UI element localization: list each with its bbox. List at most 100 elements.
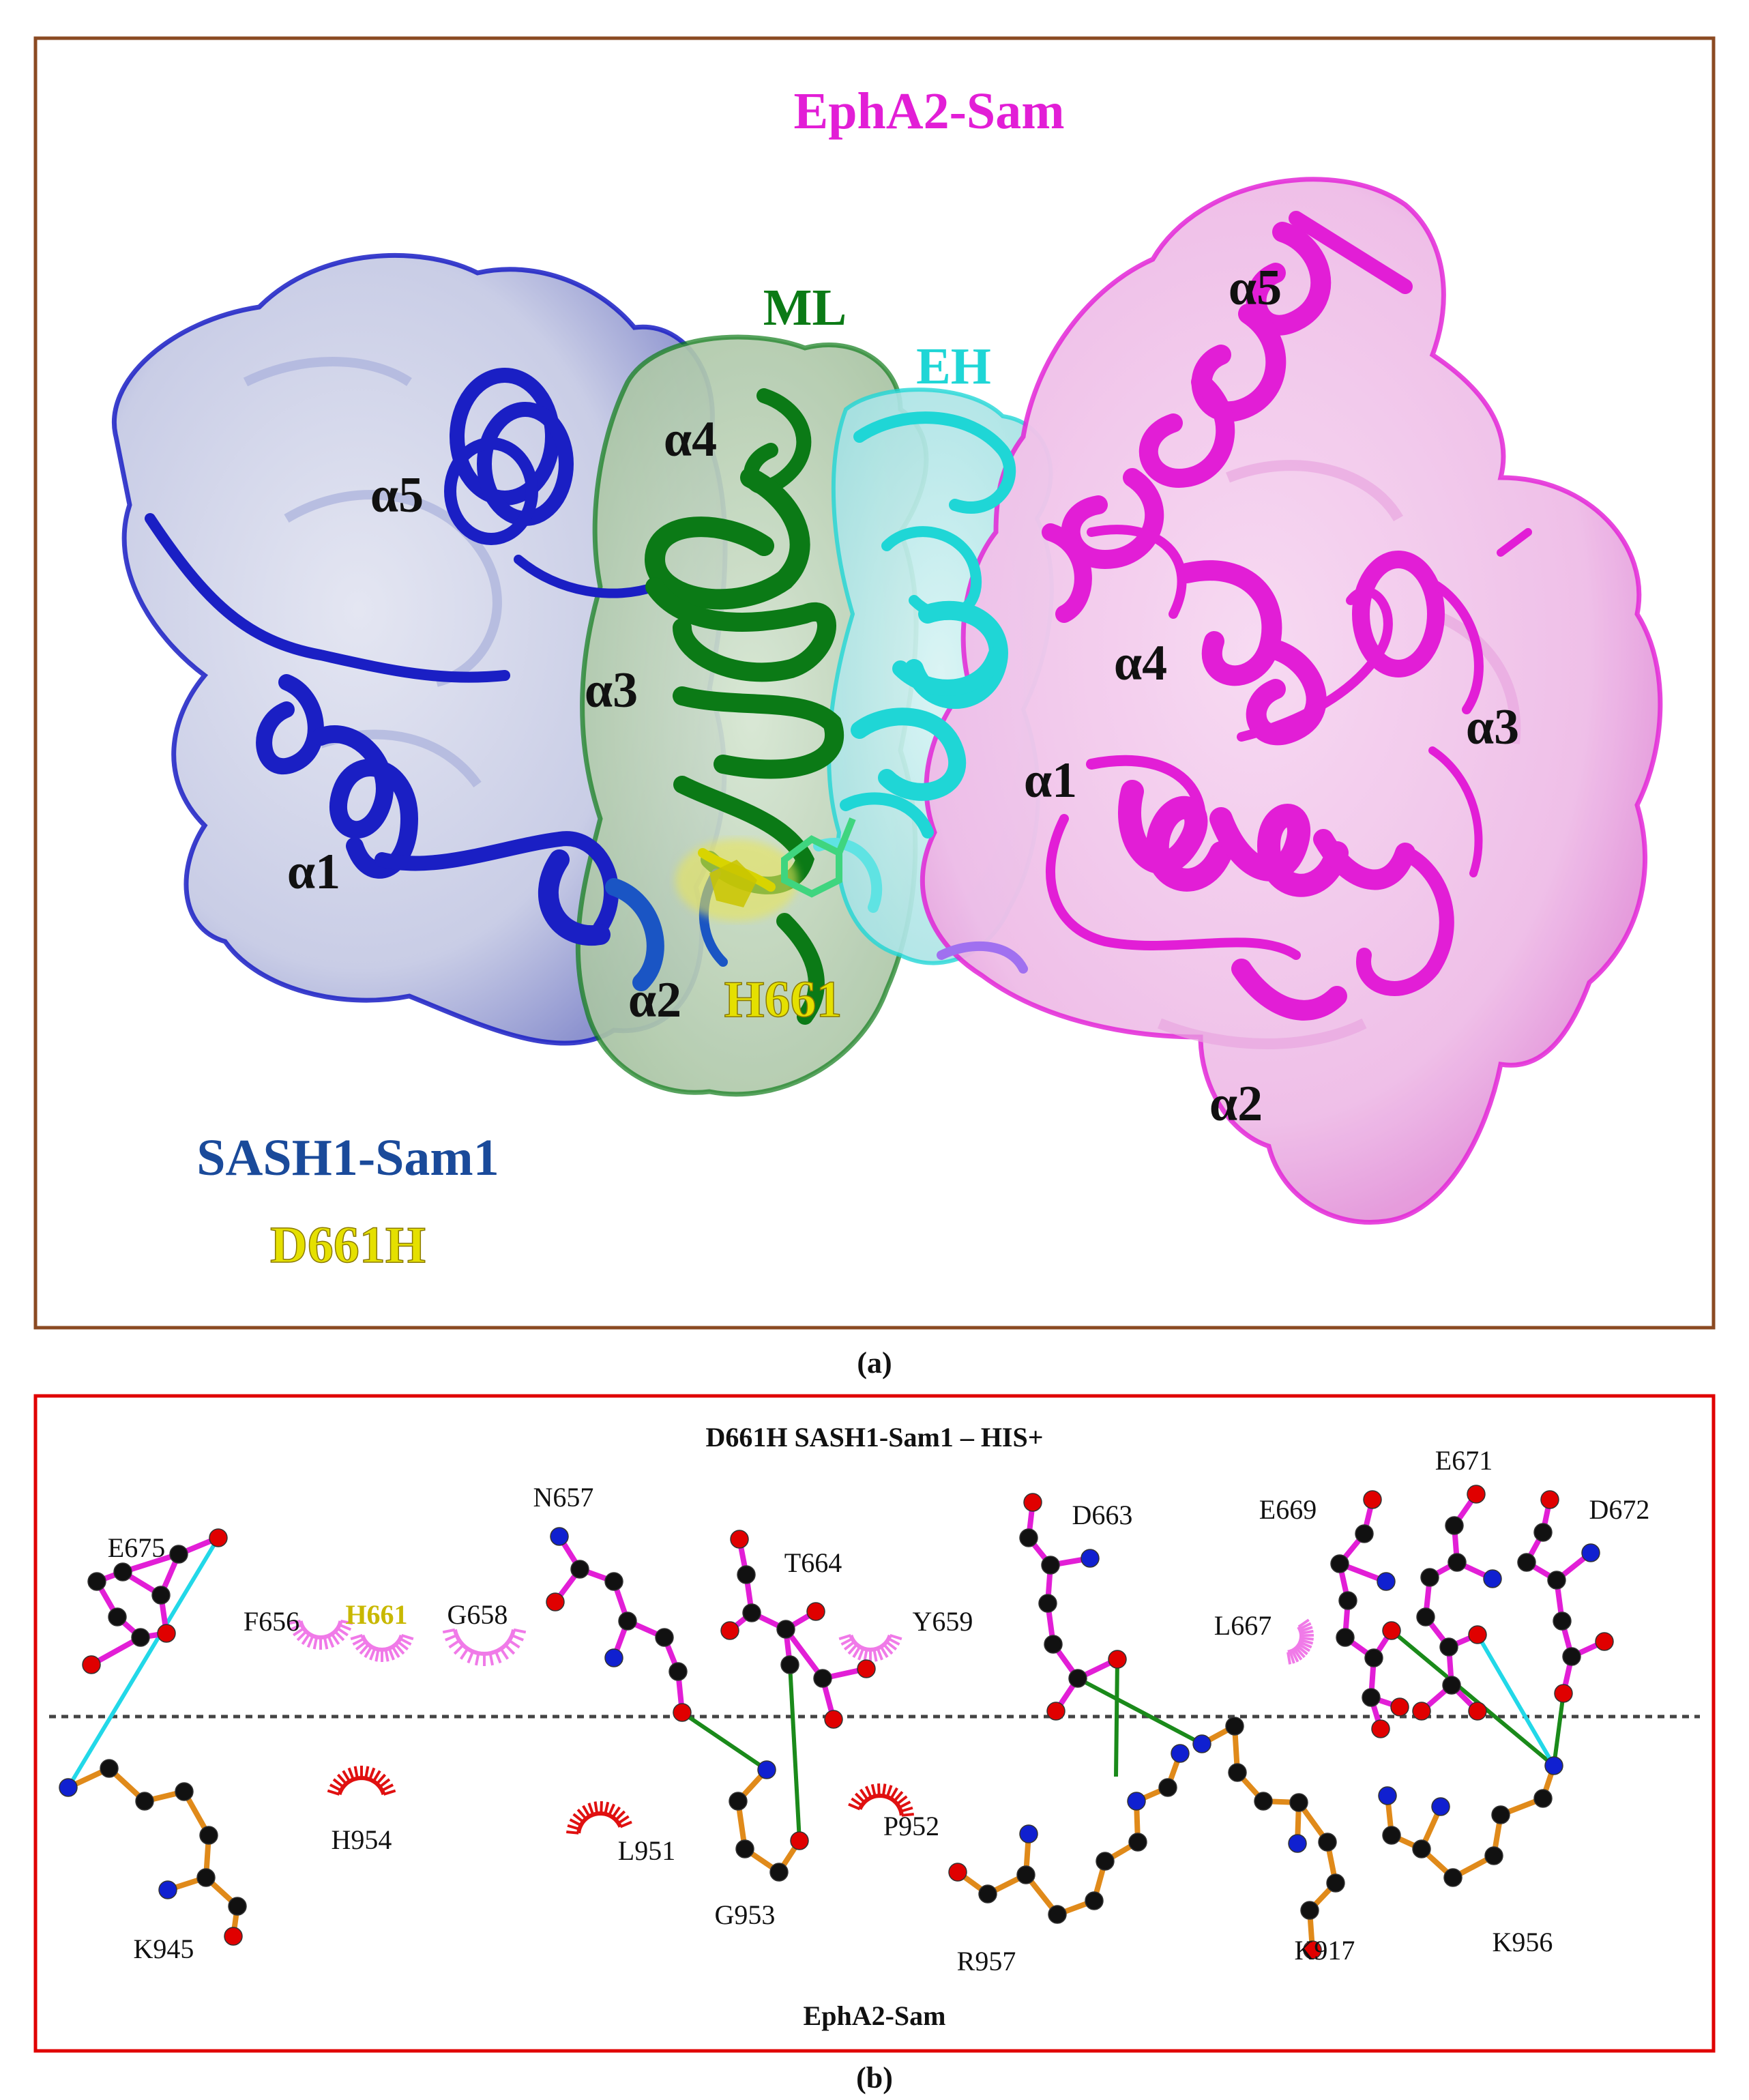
residue-label-t664: T664 (784, 1547, 842, 1578)
hydrophobic-arc-f656 (288, 1619, 353, 1650)
atom-e669-o (1390, 1697, 1409, 1717)
residue-label-n657: N657 (533, 1482, 594, 1513)
atom-n657-n (604, 1648, 623, 1667)
atom-e671-c (1439, 1637, 1458, 1657)
atom-e669-o (1363, 1490, 1382, 1509)
atom-r957-c (978, 1884, 997, 1904)
atom-g953-n (757, 1760, 776, 1779)
atom-d663-o (1108, 1650, 1127, 1669)
atom-r957-n (1171, 1744, 1190, 1763)
atom-k945-c (199, 1826, 218, 1845)
hydrophobic-label-p952: P952 (883, 1811, 939, 1841)
atom-k945-c (135, 1792, 154, 1811)
hydrophobic-label-g658: G658 (447, 1599, 508, 1630)
interaction-line (66, 1536, 220, 1789)
atom-e669-o (1371, 1719, 1390, 1738)
atom-r957-c (1158, 1778, 1177, 1797)
atom-d663-o (1046, 1702, 1065, 1721)
atom-k917-o (1303, 1940, 1322, 1959)
interaction-line (1114, 1659, 1119, 1777)
atom-t664-o (806, 1602, 825, 1621)
h661-sidechain (675, 817, 856, 921)
interaction-line (1076, 1676, 1203, 1746)
atom-e675-c (87, 1572, 106, 1591)
atom-e671-o (1412, 1702, 1431, 1721)
mutation-label: D661H (270, 1216, 426, 1274)
atom-r957-n (1019, 1824, 1038, 1843)
epha2-surface (920, 177, 1663, 1225)
interaction-lines (66, 1536, 1566, 1841)
atom-k917-n (1192, 1734, 1211, 1753)
hydrophobic-label-l951: L951 (618, 1835, 675, 1866)
atom-d672-c (1533, 1523, 1553, 1542)
atom-d672-n (1581, 1543, 1600, 1562)
atom-t664-c (737, 1565, 756, 1584)
residue-label-k956: K956 (1493, 1927, 1553, 1957)
atom-t664-o (824, 1710, 843, 1729)
atom-t664-c (813, 1669, 832, 1688)
atom-n657-o (546, 1592, 565, 1612)
atom-t664-c (776, 1620, 795, 1639)
bond-t664 (783, 1627, 825, 1681)
atom-e671-c (1442, 1676, 1461, 1695)
atom-k945-n (158, 1880, 177, 1899)
atom-r957-c (1048, 1905, 1067, 1924)
hydrophobic-label-l667: L667 (1214, 1610, 1272, 1641)
panel-b: D661H SASH1-Sam1 – HIS+ EphA2-Sam E675 N… (33, 1394, 1716, 2053)
epha2-title: EphA2-Sam (794, 83, 1065, 140)
atom-k917-c (1225, 1717, 1244, 1736)
epha2-helix-a3: α3 (1466, 699, 1519, 755)
atom-d663-o (1023, 1493, 1042, 1512)
atom-k917-c (1318, 1833, 1337, 1852)
residue-label-e675: E675 (108, 1532, 165, 1563)
residue-label-d663: D663 (1072, 1500, 1133, 1530)
sash1-helix-a5: α5 (370, 467, 424, 523)
panel-b-frame (33, 1394, 1716, 2053)
atom-n657-o (673, 1703, 692, 1722)
atom-e671-c (1447, 1553, 1467, 1572)
residue-label-k917: K917 (1295, 1935, 1355, 1966)
atom-k956-c (1443, 1868, 1463, 1887)
atom-e669-c (1330, 1554, 1349, 1573)
atom-k956-n (1378, 1786, 1397, 1805)
atom-d663-c (1038, 1594, 1057, 1613)
atom-d672-c (1547, 1571, 1566, 1590)
epha2-helix-a4: α4 (1114, 635, 1167, 691)
hydrophobic-arc-h661 (350, 1633, 414, 1662)
atom-k917-c (1254, 1792, 1273, 1811)
atom-r957-c (1128, 1833, 1147, 1852)
atom-g953-o (790, 1831, 809, 1850)
atom-e671-c (1445, 1516, 1464, 1535)
atom-k945-c (175, 1782, 194, 1801)
interaction-line (788, 1664, 802, 1841)
atom-e675-c (169, 1545, 188, 1564)
ml-label: ML (763, 279, 847, 336)
atom-e669-c (1338, 1591, 1357, 1610)
atom-k917-c (1289, 1793, 1308, 1812)
atom-g953-c (769, 1863, 789, 1882)
atom-k956-c (1491, 1805, 1510, 1824)
eh-ribbons (813, 411, 1016, 913)
atom-e669-c (1355, 1524, 1374, 1543)
atom-t664-o (720, 1621, 739, 1640)
atom-e669-n (1377, 1572, 1396, 1591)
residue-label-e671: E671 (1435, 1445, 1493, 1476)
atom-e675-c (131, 1628, 150, 1647)
atom-t664-o (730, 1530, 749, 1549)
atom-k956-c (1484, 1846, 1503, 1865)
atom-e671-o (1468, 1625, 1487, 1644)
atom-e675-o (157, 1624, 176, 1643)
atom-d672-o (1540, 1490, 1559, 1509)
hydrophobic-arcs (288, 1618, 1314, 1835)
atom-t664-o (857, 1659, 876, 1678)
eh-label: EH (916, 338, 991, 395)
atom-n657-n (550, 1527, 569, 1546)
atom-k956-c (1382, 1826, 1401, 1845)
atom-d663-c (1068, 1669, 1087, 1688)
atom-d672-c (1517, 1553, 1536, 1572)
atom-n657-c (570, 1560, 589, 1579)
atom-e669-c (1336, 1628, 1355, 1647)
atom-d663-c (1044, 1635, 1063, 1654)
panel-b-footer: EphA2-Sam (804, 2000, 946, 2031)
